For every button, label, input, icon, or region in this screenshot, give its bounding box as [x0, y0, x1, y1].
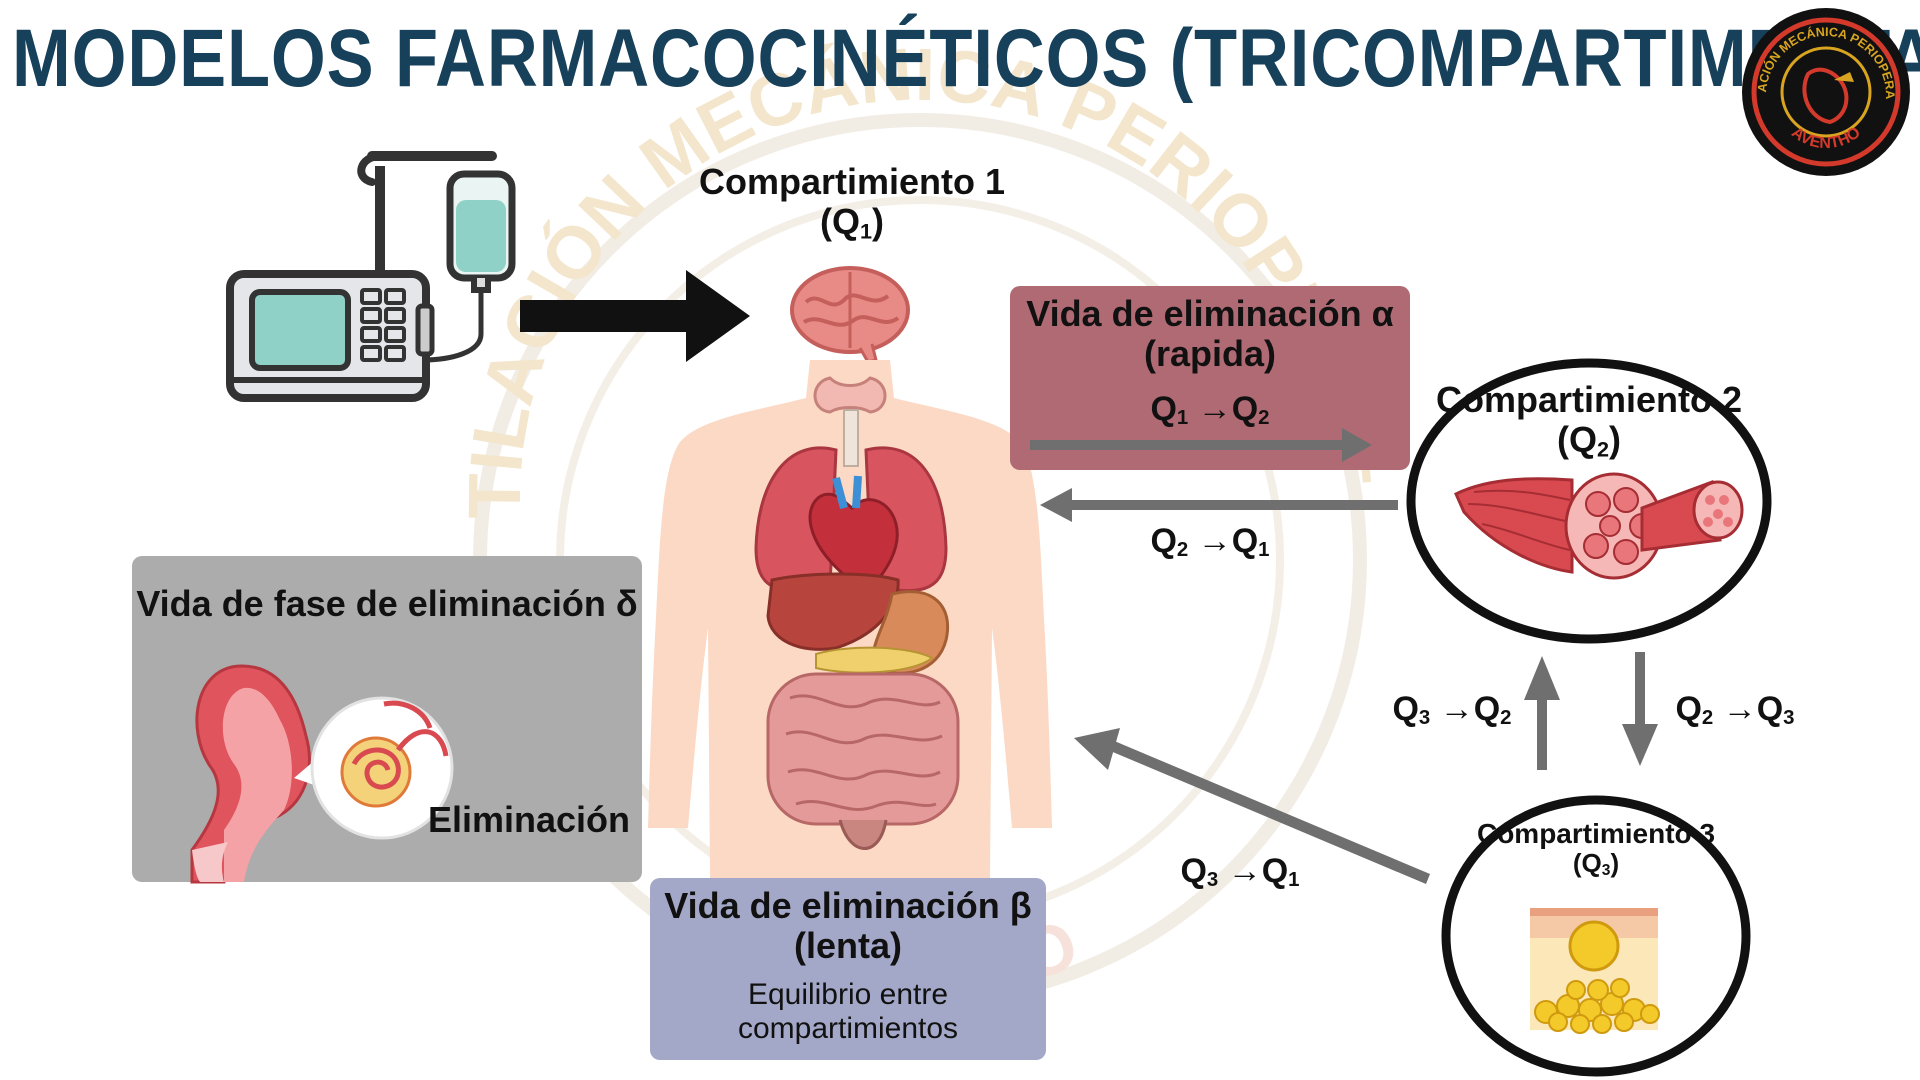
compartment1-name: Compartimiento 1 — [698, 161, 1006, 202]
flow-q3-q1-label: Q3 →Q1 — [1180, 852, 1300, 892]
compartment3-name: Compartimiento 3 — [1476, 818, 1716, 849]
compartment1-label: Compartimiento 1 (Q1) — [682, 161, 1022, 244]
flow-q1-q2-label: Q1 →Q2 — [1150, 390, 1270, 430]
elimination-label: Eliminación — [427, 799, 630, 840]
alpha-title-line1: Vida de eliminación α — [1026, 293, 1394, 334]
beta-desc-line1: Equilibrio entre — [747, 978, 949, 1011]
beta-elimination-title: Vida de eliminación β (lenta) — [650, 885, 1046, 967]
compartment3-circle — [1441, 795, 1751, 1077]
infusion-pump-icon — [226, 151, 516, 402]
arrow-q3-to-q2 — [1524, 656, 1560, 770]
arrow-q2-to-q3 — [1622, 652, 1658, 766]
delta-elimination-title: Vida de fase de eliminación δ — [136, 583, 638, 624]
compartment2-symbol: (Q2) — [1556, 419, 1621, 462]
muscle-fiber-icon — [1454, 472, 1744, 580]
kidney-nephron-icon — [190, 664, 454, 884]
arrow-q3-to-q1 — [1074, 728, 1430, 884]
beta-title-line1: Vida de eliminación β — [664, 885, 1032, 926]
human-body-organs-icon — [648, 360, 1052, 878]
aventho-logo: VENTILACIÓN MECÁNICA PERIOPERATORIA AVEN… — [1738, 4, 1910, 176]
alpha-elimination-title: Vida de eliminación α (rapida) — [1010, 293, 1410, 375]
flow-q3-q2-label: Q3 →Q2 — [1392, 690, 1512, 730]
compartment2-circle — [1406, 358, 1772, 644]
flow-q2-q3-label: Q2 →Q3 — [1675, 690, 1795, 730]
compartment2-label: Compartimiento 2 (Q2) — [1416, 379, 1762, 462]
compartment3-symbol: (Q3) — [1572, 848, 1620, 880]
compartment2-name: Compartimiento 2 — [1435, 379, 1743, 420]
compartment1-symbol: (Q1) — [819, 201, 884, 244]
compartment3-label: Compartimiento 3 (Q3) — [1448, 818, 1744, 880]
beta-desc-line2: compartimientos — [737, 1011, 959, 1045]
arrow-q2-to-q1 — [1040, 488, 1398, 522]
brain-icon — [790, 266, 910, 362]
infusion-arrow — [520, 270, 750, 362]
fat-tissue-icon — [1530, 908, 1660, 1034]
beta-description: Equilibrio entre compartimientos — [650, 978, 1046, 1045]
arrow-q1-to-q2 — [1030, 428, 1372, 462]
beta-elimination-box — [650, 878, 1046, 1060]
beta-title-line2: (lenta) — [794, 925, 902, 967]
alpha-title-line2: (rapida) — [1143, 333, 1276, 375]
flow-q2-q1-label: Q2 →Q1 — [1150, 522, 1270, 562]
